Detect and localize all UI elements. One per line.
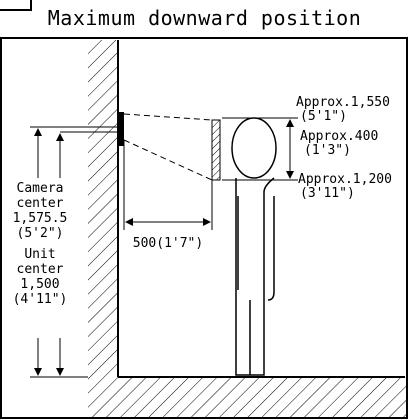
left-label-bg <box>10 178 72 338</box>
left-label-1: Camera <box>17 181 64 196</box>
top-mm-label: Approx.1,550 <box>296 95 390 110</box>
left-label-2: center <box>17 196 64 211</box>
left-label-7: 1,500 <box>20 277 59 292</box>
left-label-5: Unit <box>24 247 55 262</box>
left-label-6: center <box>17 262 64 277</box>
mid-mm-label: Approx.400 <box>300 129 378 144</box>
diagram-title: Maximum downward position <box>47 6 362 30</box>
mid-in-label: (1'3") <box>304 143 351 158</box>
person-head <box>231 117 277 179</box>
person-body <box>235 177 275 376</box>
low-in-label: (3'11") <box>300 186 355 201</box>
left-label-4: (5'2") <box>17 226 64 241</box>
top-in-label: (5'1") <box>300 109 347 124</box>
camera-unit <box>118 112 124 146</box>
low-mm-label: Approx.1,200 <box>298 172 392 187</box>
wall-hatching <box>88 40 118 377</box>
view-plate <box>211 119 221 181</box>
person-arm-right <box>267 196 275 301</box>
corner-box <box>0 0 32 11</box>
left-label-8: (4'11") <box>13 292 68 307</box>
view-line-bottom <box>123 139 213 181</box>
floor-hatching <box>88 377 406 417</box>
left-label-3: 1,575.5 <box>13 211 68 226</box>
frame-border <box>0 37 408 419</box>
distance-label-bg <box>128 234 208 250</box>
distance-label: 500(1'7") <box>133 236 203 251</box>
view-line-top <box>123 113 213 121</box>
